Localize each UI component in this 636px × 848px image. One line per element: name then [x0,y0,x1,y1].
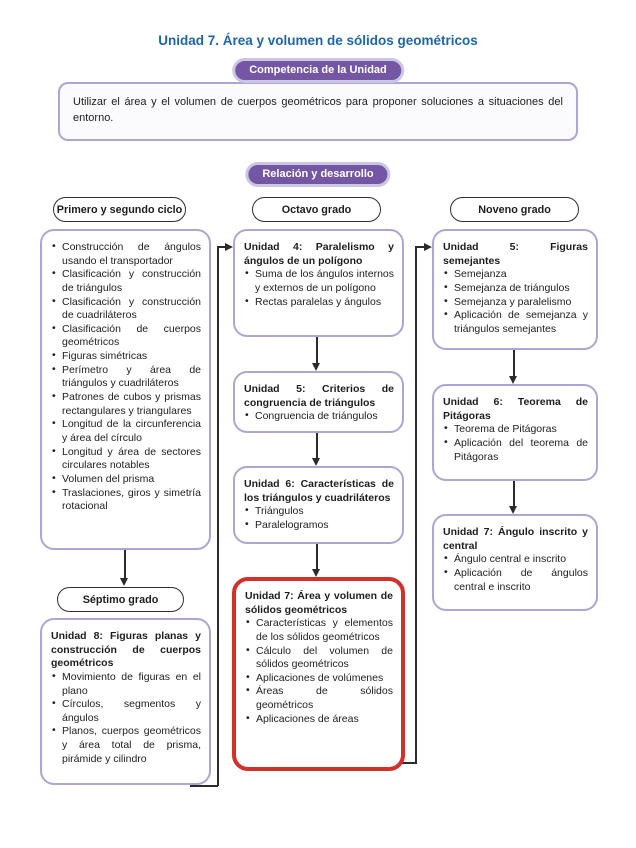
page-title: Unidad 7. Área y volumen de sólidos geom… [158,33,478,48]
list-item: Rectas paralelas y ángulos [244,295,394,310]
box-unidad5-noveno: Unidad 5: Figuras semejantes SemejanzaSe… [432,229,598,350]
box-title: Unidad 4: Paralelismo y ángulos de un po… [244,241,394,267]
unit-item-list: Congruencia de triángulos [244,409,394,424]
list-item: Movimiento de figuras en el plano [51,670,201,698]
list-item: Áreas de sólidos geométricos [245,684,393,712]
box-unidad6-octavo: Unidad 6: Características de los triángu… [233,466,404,544]
competencia-box: Utilizar el área y el volumen de cuerpos… [58,82,578,141]
list-item: Triángulos [244,504,394,519]
box-title: Unidad 6: Teorema de Pitágoras [443,396,588,422]
connector2-arrow-head [424,242,432,251]
box-title: Unidad 6: Características de los triángu… [244,478,394,504]
arrow-head-n5-n6 [509,376,517,384]
list-item: Traslaciones, giros y simetría rotaciona… [51,486,201,514]
box-ciclo-contenidos: Construcción de ángulos usando el transp… [40,229,211,550]
list-item: Aplicación de ángulos central e inscrito [443,566,588,594]
list-item: Aplicaciones de áreas [245,712,393,727]
list-item: Círculos, segmentos y ángulos [51,697,201,725]
list-item: Semejanza de triángulos [443,281,588,296]
connector1-bottom-line [190,785,218,787]
arrow-line-n6-n7 [513,481,515,506]
arrow-head-u4-u5 [312,363,320,371]
list-item: Cálculo del volumen de sólidos geométric… [245,644,393,672]
list-item: Longitud de la circunferencia y área del… [51,417,201,445]
list-item: Aplicaciones de volúmenes [245,671,393,686]
box-unidad5-octavo: Unidad 5: Criterios de congruencia de tr… [233,371,404,433]
box-title: Unidad 5: Figuras semejantes [443,241,588,267]
list-item: Perímetro y área de triángulos y cuadril… [51,363,201,391]
competencia-badge: Competencia de la Unidad [232,58,404,83]
box-unidad7-octavo-highlighted: Unidad 7: Área y volumen de sólidos geom… [232,577,405,771]
header-noveno-grado: Noveno grado [450,197,579,222]
list-item: Clasificación de cuerpos geométricos [51,322,201,350]
arrow-head-u6-u7 [312,569,320,577]
list-item: Construcción de ángulos usando el transp… [51,240,201,268]
list-item: Patrones de cubos y prismas rectangulare… [51,390,201,418]
arrow-line-ciclo-septimo [124,550,126,578]
list-item: Clasificación y construcción de triángul… [51,267,201,295]
unit-item-list: SemejanzaSemejanza de triángulosSemejanz… [443,267,588,336]
arrow-head-n6-n7 [509,506,517,514]
list-item: Teorema de Pitágoras [443,422,588,437]
list-item: Volumen del prisma [51,472,201,487]
unit-item-list: TriángulosParalelogramos [244,504,394,533]
connector1-top-line [218,246,227,248]
box-title: Unidad 8: Figuras planas y construcción … [51,630,201,670]
unit-item-list: Suma de los ángulos internos y externos … [244,267,394,310]
header-septimo-grado: Séptimo grado [57,587,184,612]
arrow-line-u6-u7 [316,544,318,569]
ciclo-item-list: Construcción de ángulos usando el transp… [51,240,201,514]
relacion-badge: Relación y desarrollo [245,162,391,187]
connector2-top-line [416,246,425,248]
list-item: Características y elementos de los sólid… [245,616,393,644]
arrow-line-n5-n6 [513,350,515,376]
list-item: Ángulo central e inscrito [443,552,588,567]
box-unidad8-septimo: Unidad 8: Figuras planas y construcción … [40,618,211,785]
list-item: Suma de los ángulos internos y externos … [244,267,394,295]
unit-item-list: Movimiento de figuras en el planoCírculo… [51,670,201,766]
list-item: Semejanza y paralelismo [443,295,588,310]
arrow-head-ciclo-septimo [120,578,128,586]
list-item: Semejanza [443,267,588,282]
unit-item-list: Características y elementos de los sólid… [245,616,393,727]
header-octavo-grado: Octavo grado [252,197,381,222]
arrow-line-u4-u5 [316,337,318,363]
box-unidad7-noveno: Unidad 7: Ángulo inscrito y central Ángu… [432,514,598,611]
list-item: Aplicación de semejanza y triángulos sem… [443,308,588,336]
connector1-vertical-line [217,246,219,786]
box-title: Unidad 7: Área y volumen de sólidos geom… [245,590,393,616]
list-item: Longitud y área de sectores circulares n… [51,445,201,473]
list-item: Paralelogramos [244,518,394,533]
unit-item-list: Ángulo central e inscritoAplicación de á… [443,552,588,594]
list-item: Planos, cuerpos geométricos y área total… [51,724,201,766]
box-unidad6-noveno: Unidad 6: Teorema de Pitágoras Teorema d… [432,384,598,481]
connector1-arrow-head [225,242,233,251]
box-title: Unidad 5: Criterios de congruencia de tr… [244,383,394,409]
arrow-head-u5-u6 [312,458,320,466]
list-item: Congruencia de triángulos [244,409,394,424]
arrow-line-u5-u6 [316,433,318,458]
list-item: Aplicación del teorema de Pitágoras [443,436,588,464]
box-title: Unidad 7: Ángulo inscrito y central [443,526,588,552]
box-unidad4-octavo: Unidad 4: Paralelismo y ángulos de un po… [233,229,404,337]
list-item: Figuras simétricas [51,349,201,364]
connector2-bottom-line [392,762,417,764]
list-item: Clasificación y construcción de cuadrilá… [51,295,201,323]
unit-item-list: Teorema de PitágorasAplicación del teore… [443,422,588,464]
header-primero-segundo-ciclo: Primero y segundo ciclo [53,197,186,222]
connector2-vertical-line [415,246,417,764]
